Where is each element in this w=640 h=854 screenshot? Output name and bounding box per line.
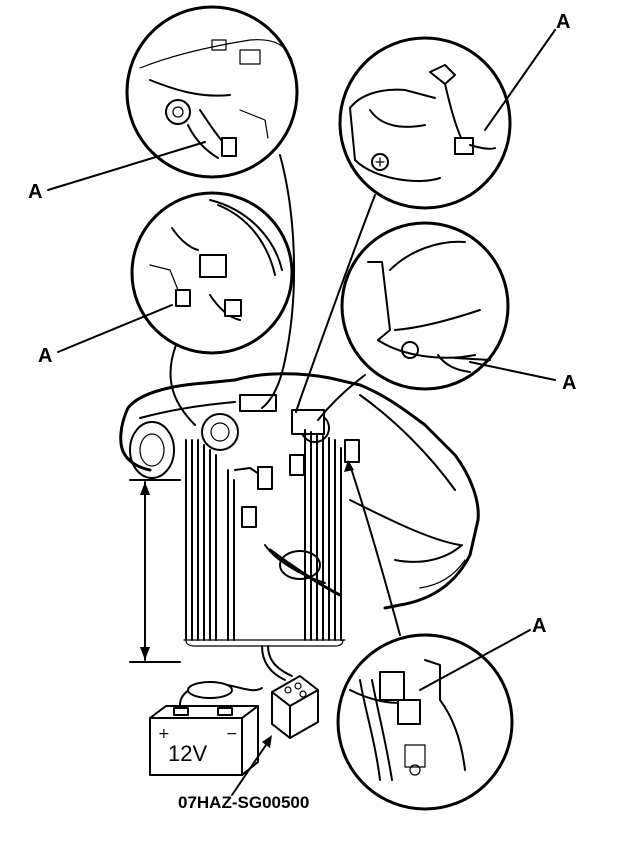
battery: 12V + − <box>149 681 263 776</box>
battery-voltage-label: 12V <box>168 741 207 766</box>
callout-label-a-1: A <box>556 11 570 33</box>
detail-circle-steering <box>130 191 294 355</box>
callouts: A A A A A <box>28 11 576 691</box>
callout-label-a-4: A <box>562 372 576 394</box>
detail-circle-console <box>336 633 514 811</box>
callout-leader-1 <box>484 29 556 131</box>
part-number-leader <box>231 741 269 796</box>
battery-minus-icon: − <box>226 726 238 742</box>
detail-circle-seat-rear <box>338 36 512 210</box>
callout-leader-3 <box>57 304 173 353</box>
harness-bundles <box>183 429 346 681</box>
callout-leader-5 <box>419 629 531 691</box>
callout-label-a-5: A <box>532 615 546 637</box>
detail-circle-seat-front <box>340 221 510 391</box>
srs-tool-box <box>271 675 319 739</box>
callout-leader-4 <box>469 361 556 381</box>
detail-leader-lines <box>169 154 401 636</box>
detail-circle-dashboard <box>125 5 299 179</box>
battery-plus-icon: + <box>158 726 170 742</box>
dimension-bracket <box>129 479 181 663</box>
part-number-label: 07HAZ-SG00500 <box>178 793 309 812</box>
car-body <box>119 372 480 610</box>
callout-leader-2 <box>47 141 206 191</box>
callout-label-a-2: A <box>28 181 42 203</box>
callout-label-a-3: A <box>38 345 52 367</box>
dashboard-items <box>201 394 360 528</box>
